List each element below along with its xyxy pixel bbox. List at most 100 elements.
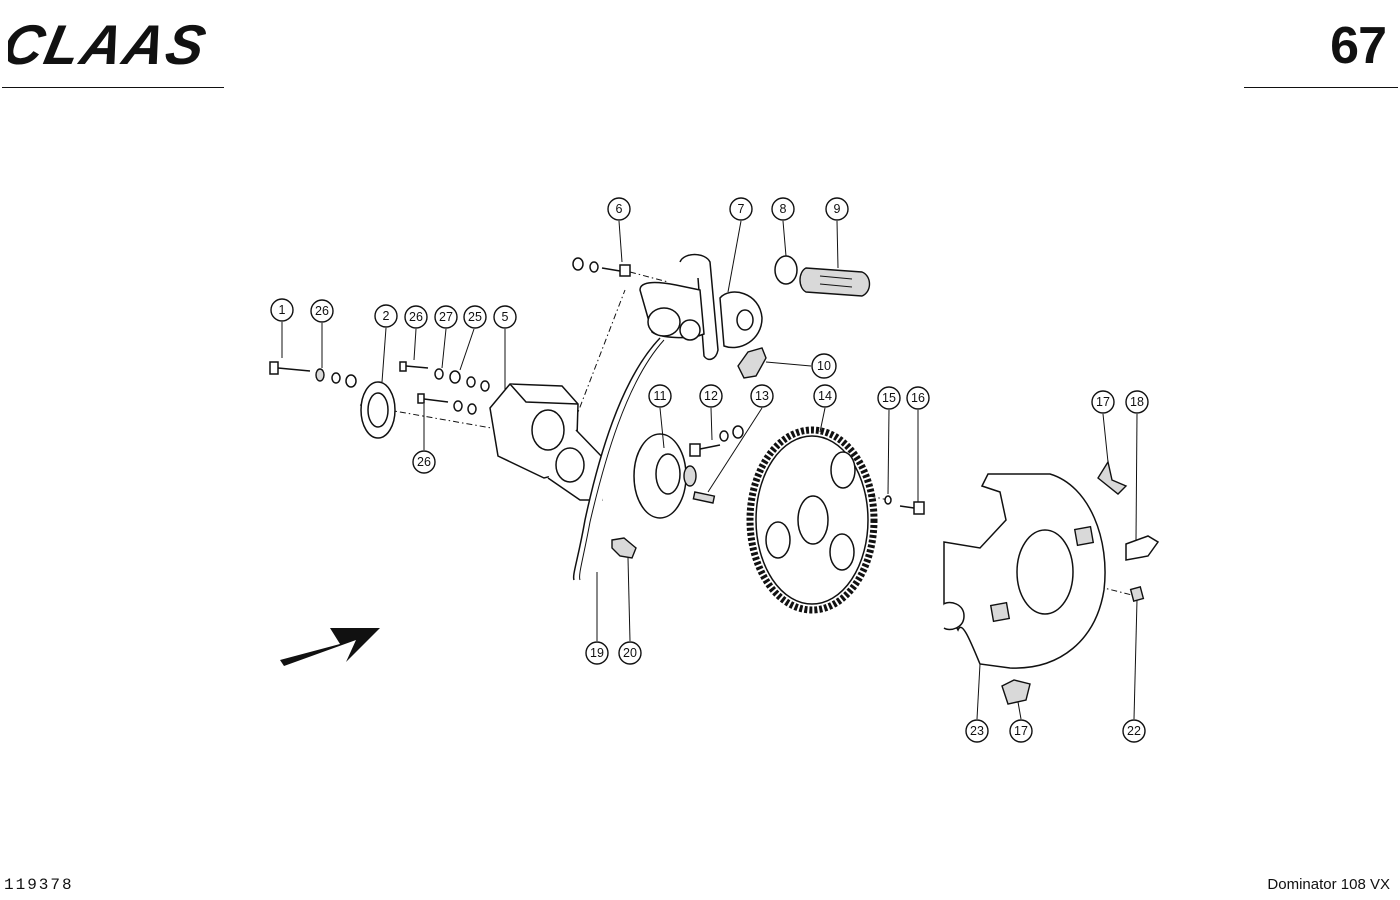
callout-2: 2 [374, 304, 398, 328]
callout-20-label: 20 [623, 646, 637, 660]
assembly-axis-upper [574, 289, 626, 421]
flange-hub-part [633, 433, 697, 519]
callout-25-label: 25 [468, 310, 482, 324]
nut-12-part [732, 425, 744, 439]
nut-part-2 [345, 374, 357, 388]
callout-26: 26 [310, 299, 334, 323]
cage-nut-part [1129, 586, 1145, 602]
callout-24-label: 26 [409, 310, 423, 324]
callout-15-label: 15 [882, 391, 896, 405]
callout-6: 6 [607, 197, 631, 221]
callout-5-label: 5 [502, 310, 509, 324]
callout-13: 13 [750, 384, 774, 408]
washer-15-part [884, 495, 892, 505]
drawing-number: 119378 [4, 876, 74, 894]
lockwasher-25-part [449, 370, 461, 384]
sprocket-gear-part [746, 426, 878, 614]
callout-8-label: 8 [780, 202, 787, 216]
callout-9: 9 [825, 197, 849, 221]
callout-22-label: 22 [1127, 724, 1141, 738]
gear-housing-part [489, 383, 606, 501]
forward-direction-arrow-icon [280, 628, 380, 666]
callout-27: 27 [434, 305, 458, 329]
callout-2-label: 2 [383, 309, 390, 323]
callout-12: 12 [699, 384, 723, 408]
brand-logo-text: CLAAS [8, 14, 213, 74]
callout-11-label: 11 [654, 389, 667, 403]
callout-19: 19 [585, 641, 609, 665]
callout-24: 26 [404, 305, 428, 329]
callout-17-lower: 17 [1009, 719, 1033, 743]
nut-part [331, 372, 341, 384]
nut-upper-part [466, 376, 476, 388]
claas-logo: CLAAS [8, 14, 213, 74]
callout-8: 8 [771, 197, 795, 221]
callout-24-lower-label: 26 [417, 455, 431, 469]
hose-clamp-part [774, 255, 798, 285]
callout-25: 25 [463, 305, 487, 329]
callout-6-label: 6 [616, 202, 623, 216]
callout-14: 14 [813, 384, 837, 408]
dowel-pin-part [692, 491, 716, 504]
speed-sensor-cable-part [572, 337, 661, 581]
callout-7: 7 [729, 197, 753, 221]
callout-11: 11 [648, 384, 672, 408]
callout-9-label: 9 [834, 202, 841, 216]
callout-20: 20 [618, 641, 642, 665]
mounting-bracket-lower-part [1001, 679, 1031, 705]
callout-10-label: 10 [817, 359, 831, 373]
callout-23: 23 [965, 719, 989, 743]
model-name: Dominator 108 VX [1267, 876, 1390, 893]
sensor-bracket-part [639, 253, 763, 361]
callout-1: 1 [270, 298, 294, 322]
callout-15: 15 [877, 386, 901, 410]
header-rule-left [2, 87, 224, 88]
callout-27-label: 27 [439, 310, 453, 324]
callout-17-upper-label: 17 [1096, 395, 1110, 409]
nut-upper-part-2 [480, 380, 490, 392]
callout-18: 18 [1125, 390, 1149, 414]
callout-13-label: 13 [755, 389, 769, 403]
washer-lower-part [453, 400, 463, 412]
protective-sleeve-part [799, 267, 871, 297]
washer-6-part [589, 261, 599, 273]
screw-6-part [601, 264, 631, 277]
washer-27-part [434, 368, 444, 380]
nut-lower-part [467, 403, 477, 415]
callout-23-label: 23 [970, 724, 984, 738]
stud-lower-part [417, 393, 449, 404]
seal-ring-part [360, 381, 396, 439]
bolt-12-part [689, 443, 721, 457]
mounting-bracket-upper-part [1097, 460, 1128, 495]
callout-19-label: 19 [590, 646, 604, 660]
callout-16-label: 16 [911, 391, 925, 405]
callout-10: 10 [811, 353, 837, 379]
assembly-axis-screw [629, 271, 669, 283]
nut-6-part [572, 257, 584, 271]
callout-14-label: 14 [818, 389, 832, 403]
stud-upper-part [399, 361, 429, 372]
page-number: 67 [1330, 17, 1387, 75]
callout-22: 22 [1122, 719, 1146, 743]
callout-7-label: 7 [738, 202, 745, 216]
bolt-part [269, 361, 311, 375]
callout-24-lower: 26 [412, 450, 436, 474]
retaining-clip-part [737, 347, 767, 379]
callout-1-label: 1 [279, 303, 286, 317]
callout-17-upper: 17 [1091, 390, 1115, 414]
callout-5: 5 [493, 305, 517, 329]
callout-18-label: 18 [1130, 395, 1144, 409]
guard-cover-part [943, 473, 1106, 669]
cable-clamp-part [611, 537, 637, 559]
callout-16: 16 [906, 386, 930, 410]
washer-12-part [719, 430, 729, 442]
header-rule-right [1244, 87, 1398, 88]
spacer-plate-part [1125, 535, 1160, 561]
callout-17-lower-label: 17 [1014, 724, 1028, 738]
callout-leaders [281, 220, 1138, 720]
washer-part [315, 368, 325, 382]
bolt-16-part [899, 501, 925, 515]
callout-26-label: 26 [315, 304, 329, 318]
